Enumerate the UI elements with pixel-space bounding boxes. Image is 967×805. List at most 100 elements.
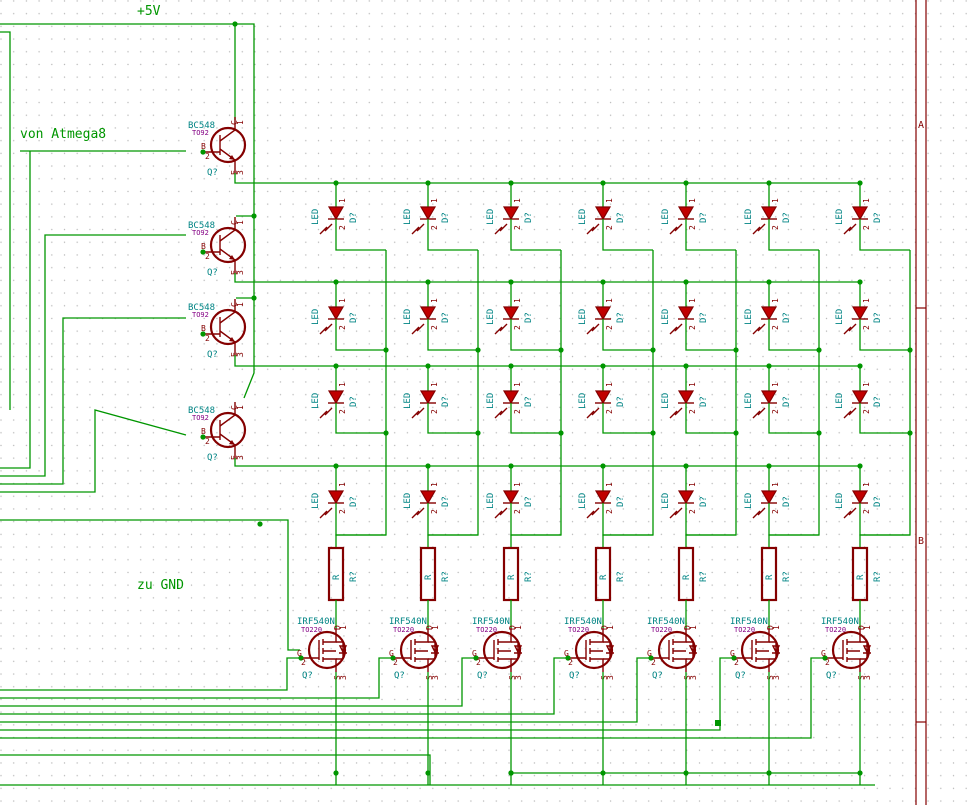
mosfet-pin-d: D	[683, 625, 692, 630]
mosfet-pin-num-g: 2	[825, 658, 830, 667]
transistor-pin-c: C	[230, 120, 239, 125]
junction	[558, 430, 564, 436]
led-pin-1: 1	[430, 482, 439, 487]
mosfet-part-label: IRF540N	[472, 617, 510, 627]
led-cathode-wire	[768, 319, 819, 351]
led-light-rays	[494, 223, 508, 235]
column-bus	[427, 250, 479, 548]
transistor-collector-lead	[219, 402, 236, 427]
mosfet-pin-g: G	[564, 649, 569, 658]
transistor-pin-num-e: 3	[236, 352, 245, 357]
led-triangle	[594, 206, 612, 221]
mosfet-ref-label: Q?	[477, 671, 488, 681]
junction	[508, 463, 514, 469]
led-light-rays	[752, 223, 766, 235]
junction	[333, 463, 339, 469]
led-cathode-wire	[427, 319, 478, 351]
net-label-input: von Atmega8	[20, 127, 106, 142]
led-triangle	[419, 490, 437, 505]
led-pin-2: 2	[513, 509, 522, 514]
mosfet-package-label: TO220	[651, 626, 672, 634]
resistor-part-label: R	[682, 574, 692, 580]
led-triangle	[851, 490, 869, 505]
gate-control-line	[0, 657, 825, 739]
frame-label-a: A	[918, 120, 924, 131]
led-pin-1: 1	[862, 382, 871, 387]
led-pin-1: 1	[771, 382, 780, 387]
mosfet-pin-s: S	[683, 675, 692, 680]
led-pin-2: 2	[688, 409, 697, 414]
led-ref-label: D?	[699, 496, 709, 507]
led-light-rays	[411, 407, 425, 419]
led-pin-2: 2	[605, 409, 614, 414]
junction	[200, 249, 206, 255]
led-pin-2: 2	[430, 409, 439, 414]
transistor-pin-num-b: 2	[205, 334, 210, 343]
led-ref-label: D?	[699, 396, 709, 407]
resistor-part-label: R	[332, 574, 342, 580]
led-pin-1: 1	[513, 482, 522, 487]
mosfet-body	[831, 630, 871, 670]
led-pin-2: 2	[862, 225, 871, 230]
junction	[857, 363, 863, 369]
led-part-label: LED	[403, 393, 413, 409]
transistor-collector-lead	[219, 117, 236, 142]
led-triangle	[594, 490, 612, 505]
led-triangle	[677, 490, 695, 505]
mosfet-pin-num-g: 2	[301, 658, 306, 667]
transistor-pin-e: E	[230, 170, 239, 175]
led-ref-label: D?	[616, 496, 626, 507]
led-pin-2: 2	[605, 509, 614, 514]
mosfet-body	[482, 630, 522, 670]
led-pin-1: 1	[430, 198, 439, 203]
transistor-pin-c: C	[230, 220, 239, 225]
net-label-supply: +5V	[137, 4, 161, 19]
led-part-label: LED	[661, 493, 671, 509]
supply-and-input-wires	[0, 21, 300, 651]
transistor-collector-lead	[219, 299, 236, 324]
mosfet-ref-label: Q?	[394, 671, 405, 681]
junction	[650, 347, 656, 353]
led-part-label: LED	[661, 393, 671, 409]
mosfet-pin-d: D	[766, 625, 775, 630]
mosfet-pin-num-s: 3	[339, 675, 348, 680]
transistor-emitter-arrow	[229, 440, 235, 445]
led-part-label: LED	[835, 493, 845, 509]
mosfet-pin-s: S	[766, 675, 775, 680]
led-part-label: LED	[835, 309, 845, 325]
led-triangle	[502, 390, 520, 405]
transistor-ref-label: Q?	[207, 168, 218, 178]
resistor-ref-label: R?	[524, 571, 534, 582]
mosfet-package-label: TO220	[825, 626, 846, 634]
led-ref-label: D?	[524, 396, 534, 407]
transistor-ref-label: Q?	[207, 453, 218, 463]
led-part-label: LED	[744, 309, 754, 325]
mosfet-body	[740, 630, 780, 670]
mosfet-pin-num-d: 1	[514, 625, 523, 630]
transistor-pin-b: B	[201, 427, 206, 436]
mosfet-part-label: IRF540N	[564, 617, 602, 627]
transistor-pin-b: B	[201, 142, 206, 151]
transistor-pin-b: B	[201, 242, 206, 251]
led-light-rays	[586, 223, 600, 235]
led-cathode-wire	[685, 403, 736, 434]
row-line	[234, 173, 862, 184]
led-cathode-wire	[335, 219, 386, 251]
mosfet-body	[574, 630, 614, 670]
mosfet-pin-s: S	[857, 675, 866, 680]
transistor-pin-num-c: 1	[236, 302, 245, 307]
transistor-body	[209, 126, 247, 164]
led-pin-2: 2	[688, 325, 697, 330]
mosfet-pin-g: G	[472, 649, 477, 658]
junction	[383, 347, 389, 353]
